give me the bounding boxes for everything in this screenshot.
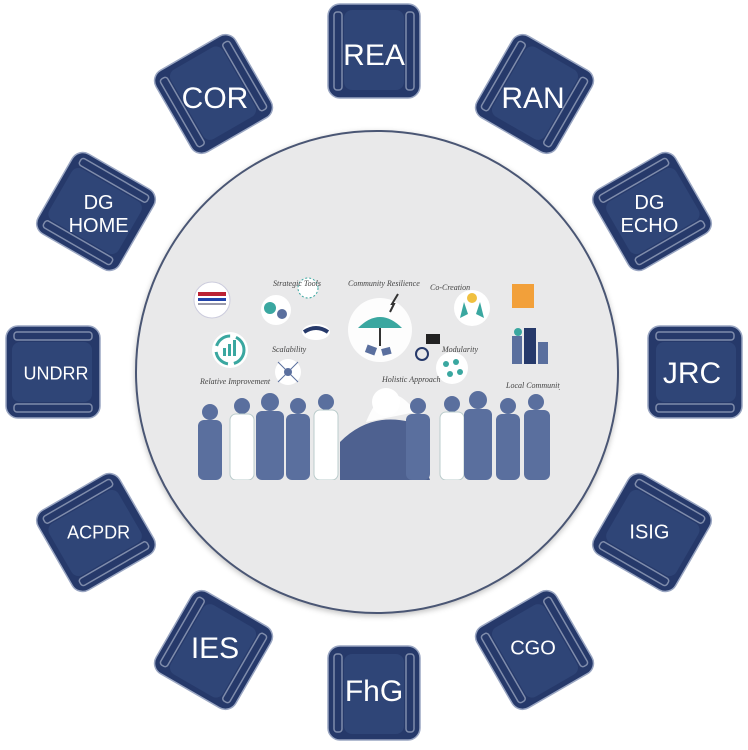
caption-local-community: Local Community <box>505 381 560 390</box>
seat-label: UNDRR <box>23 363 89 384</box>
seat-label: FhG <box>344 674 404 708</box>
round-table <box>135 130 619 614</box>
seat-label: JRC <box>662 356 722 390</box>
seat-label: ISIG <box>629 521 670 544</box>
seat-label: COR <box>181 81 249 115</box>
chart-card-icon <box>512 284 534 308</box>
chair-armrest <box>42 478 114 524</box>
chair-armrest <box>13 403 93 413</box>
chair-armrest <box>634 478 706 524</box>
strategic-tools-icon <box>261 277 319 325</box>
caption-modularity: Modularity <box>441 345 478 354</box>
project-illustration: Relative Improvement Strategic Tools Sca… <box>193 277 560 480</box>
handshake-icon <box>302 324 330 340</box>
chair-armrest <box>333 11 343 91</box>
chair-armrest <box>333 653 343 733</box>
chair-armrest <box>78 541 150 587</box>
seat-label: RAN <box>501 81 565 115</box>
chair-armrest <box>405 653 415 733</box>
caption-co-creation: Co-Creation <box>430 283 470 292</box>
seat-label: CGO <box>510 637 556 660</box>
seat-label: DG ECHO <box>620 192 679 237</box>
seat-label: REA <box>343 38 405 72</box>
co-creation-icon <box>454 290 490 326</box>
caption-strategic-tools: Strategic Tools <box>273 279 321 288</box>
crowd-silhouettes <box>198 388 550 480</box>
caption-holistic-approach: Holistic Approach <box>381 375 440 384</box>
chair-armrest <box>13 331 93 341</box>
caption-community-resilience: Community Resilience <box>348 279 420 288</box>
local-community-icon <box>512 328 548 364</box>
modularity-icon <box>415 334 468 384</box>
caption-relative-improvement: Relative Improvement <box>199 377 271 386</box>
chair-armrest <box>598 541 670 587</box>
seat-label: DG HOME <box>68 192 129 237</box>
framework-logo <box>193 281 231 319</box>
scalability-icon <box>275 359 301 385</box>
chair-armrest <box>405 11 415 91</box>
seat-label: IES <box>190 632 240 666</box>
umbrella-icon <box>348 293 412 362</box>
chair-armrest <box>655 331 735 341</box>
chair-armrest <box>655 403 735 413</box>
relative-improvement-icon <box>212 332 248 368</box>
caption-scalability: Scalability <box>272 345 307 354</box>
seat-label: ACPDR <box>67 522 131 543</box>
